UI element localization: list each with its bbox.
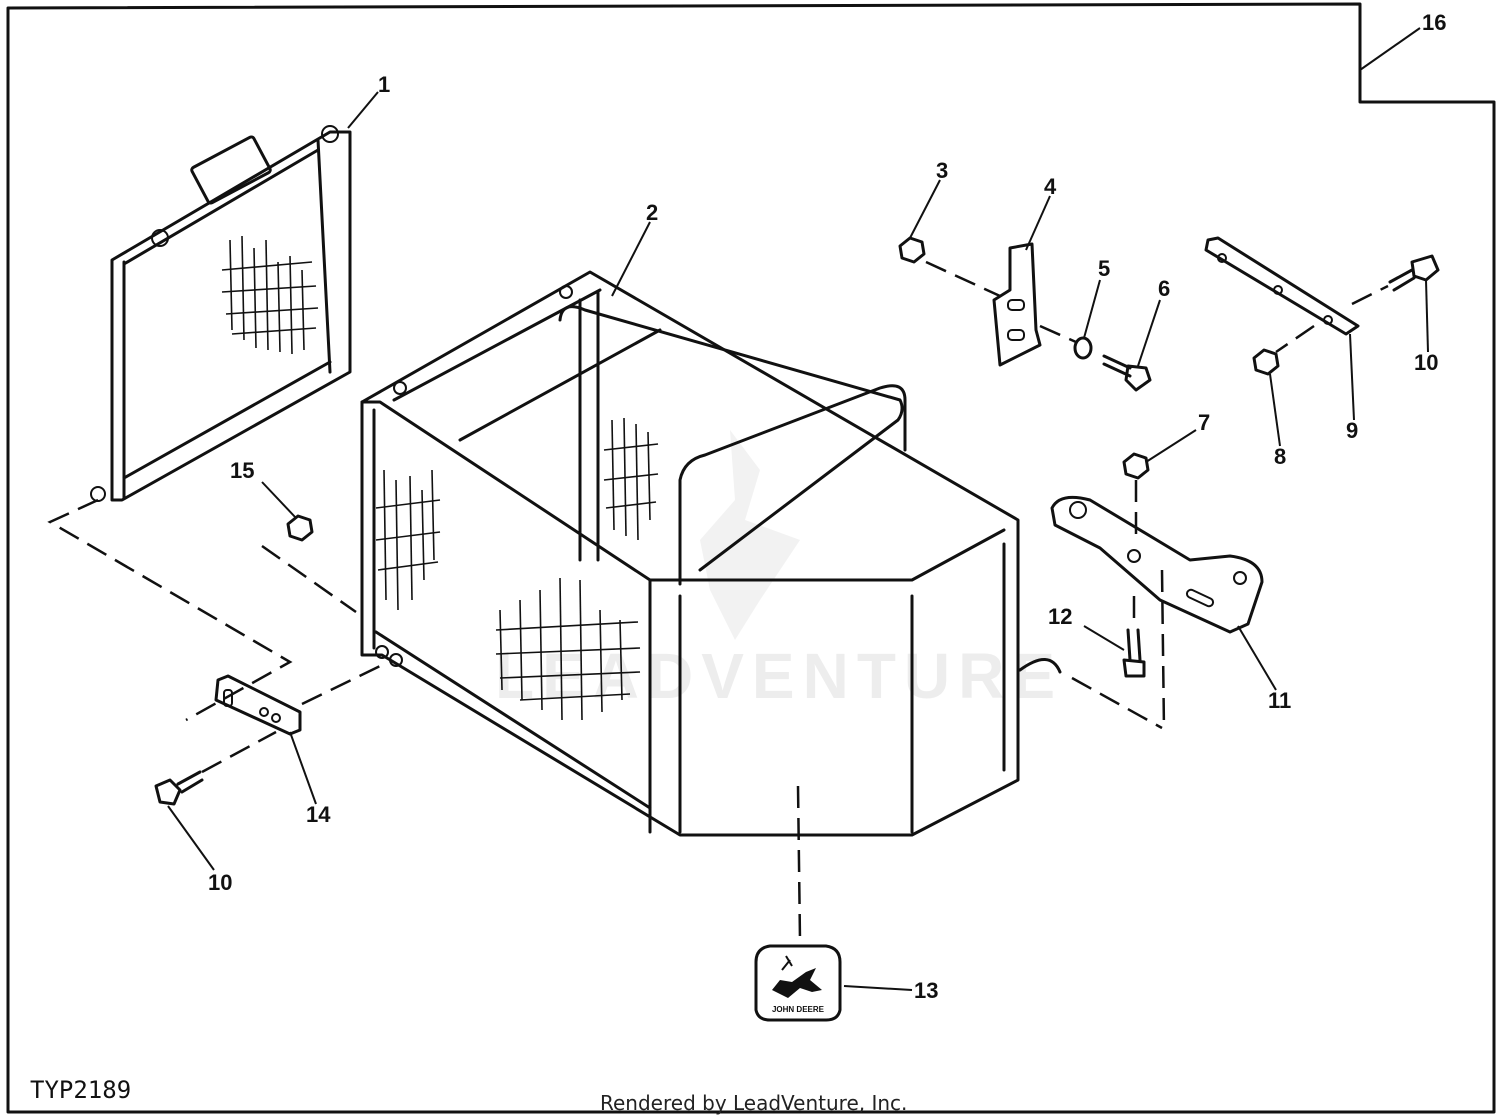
callout-6: 6 [1158,276,1170,301]
callout-10-lower: 10 [208,870,232,895]
mesh-door-panel [90,125,352,502]
hex-nut-7 [1122,452,1150,480]
hex-nut-3 [898,236,926,264]
watermark-text: LEADVENTURE [495,640,1063,712]
callout-7: 7 [1198,410,1210,435]
callout-10-upper: 10 [1414,350,1438,375]
callout-4: 4 [1044,174,1057,199]
deer-logo-icon [772,968,822,998]
bracket-4 [992,242,1042,367]
bracket-11 [1050,495,1264,634]
callout-8: 8 [1274,444,1286,469]
watermark-logo: LEADVENTURE [495,430,1063,712]
mount-bracket-hardware [1050,452,1264,731]
plate-9 [1204,236,1360,336]
hinge-plate-14 [214,674,302,736]
hinge-hardware [47,498,381,806]
bolt-10-lower [154,770,204,806]
decal-text: JOHN DEERE [772,1005,825,1014]
callout-2: 2 [646,200,658,225]
upper-plate-hardware [1204,236,1440,376]
callout-16: 16 [1422,10,1446,35]
callout-9: 9 [1346,418,1358,443]
callout-11: 11 [1268,688,1291,713]
leader-lines [167,27,1429,991]
figure-id: TYP2189 [30,1076,131,1104]
callout-1: 1 [378,72,390,97]
upper-bracket-hardware [898,236,1152,392]
callout-14: 14 [306,802,331,827]
callout-15: 15 [230,458,254,483]
callout-13: 13 [914,978,938,1003]
decal-13: JOHN DEERE [754,785,842,1022]
page-border [6,2,1496,1114]
hex-nut-15 [286,514,314,542]
bolt-10-upper [1388,254,1440,292]
bolt-6 [1102,354,1152,392]
bolt-12 [1122,628,1146,678]
washer-5 [1073,336,1093,360]
callout-12: 12 [1048,604,1072,629]
callout-labels: 1 2 3 4 5 6 7 8 9 10 10 11 12 13 14 15 1… [208,10,1446,1003]
callout-5: 5 [1098,256,1110,281]
basket-frame [360,270,1062,837]
callout-3: 3 [936,158,948,183]
render-credit: Rendered by LeadVenture, Inc. [600,1091,907,1115]
hex-nut-8 [1252,348,1280,376]
